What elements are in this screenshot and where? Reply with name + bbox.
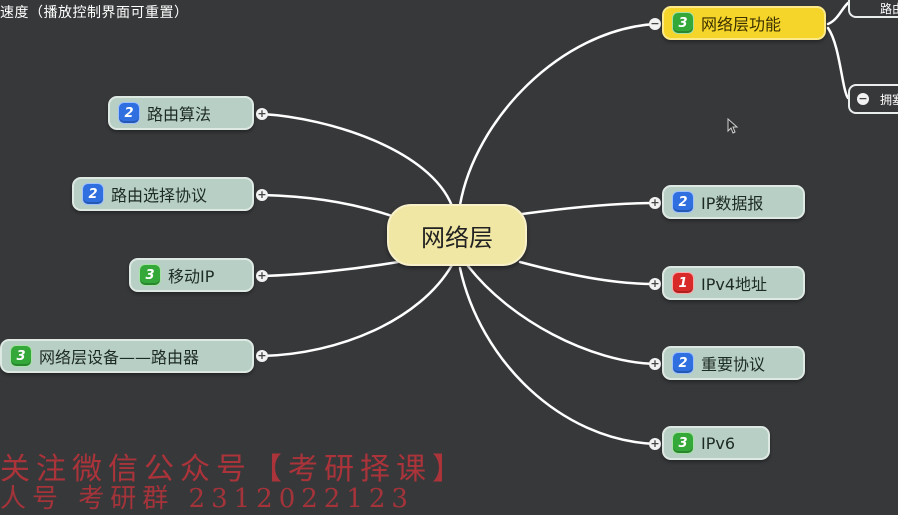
node-label: 移动IP: [168, 267, 215, 286]
root-node-label: 网络层: [421, 223, 493, 252]
edge-function-child-2: [826, 26, 850, 100]
edge-right-3: [518, 260, 657, 286]
node-routing-protocol[interactable]: 2 路由选择协议: [72, 177, 254, 211]
edge-left-4: [260, 263, 454, 358]
plus-toggle-icon[interactable]: +: [256, 188, 268, 201]
priority-3-icon: 3: [672, 432, 694, 454]
node-label: 拥塞: [880, 92, 898, 107]
plus-toggle-icon[interactable]: +: [649, 437, 661, 450]
node-label: IPv6: [701, 433, 736, 453]
node-ipv4-address[interactable]: 1 IPv4地址: [662, 266, 805, 300]
edge-left-3: [260, 260, 400, 278]
node-ip-datagram[interactable]: 2 IP数据报: [662, 185, 805, 219]
priority-2-icon: 2: [672, 352, 694, 374]
node-label: 网络层设备——路由器: [39, 348, 200, 367]
node-routing-algorithm[interactable]: 2 路由算法: [108, 96, 254, 130]
edge-right-2: [520, 201, 657, 216]
priority-2-icon: 2: [672, 191, 694, 213]
edge-right-1: [458, 22, 657, 207]
priority-3-icon: 3: [10, 345, 32, 367]
edge-right-5: [458, 266, 657, 446]
node-label: 路由算法: [147, 105, 212, 124]
priority-1-icon: 1: [672, 272, 694, 294]
video-caption: 速度（播放控制界面可重置）: [0, 5, 189, 21]
node-important-protocols[interactable]: 2 重要协议: [662, 346, 805, 380]
node-ipv6[interactable]: 3 IPv6: [662, 426, 770, 460]
node-mobile-ip[interactable]: 3 移动IP: [129, 258, 254, 292]
node-label: IPv4地址: [701, 275, 768, 294]
watermark-line-2: 人号 考研群 2312022123: [0, 484, 414, 514]
mouse-pointer-icon: [727, 118, 739, 134]
node-routing-partial[interactable]: 路由: [848, 0, 898, 18]
node-label: 网络层功能: [701, 15, 782, 34]
edge-left-1: [260, 112, 454, 208]
edge-function-child-1: [826, 1, 850, 26]
node-label: 路由: [880, 1, 898, 16]
priority-2-icon: 2: [118, 102, 140, 124]
priority-3-icon: 3: [139, 264, 161, 286]
priority-2-icon: 2: [82, 183, 104, 205]
edge-right-4: [466, 264, 657, 366]
priority-3-icon: 3: [672, 12, 694, 34]
node-label: 路由选择协议: [111, 186, 208, 205]
plus-toggle-icon[interactable]: +: [649, 196, 661, 209]
plus-toggle-icon[interactable]: +: [649, 357, 661, 370]
node-congestion-partial[interactable]: 拥塞: [848, 84, 898, 114]
edge-left-2: [260, 193, 397, 219]
watermark-line-1: 关注微信公众号【考研择课】: [0, 452, 468, 487]
plus-toggle-icon[interactable]: +: [649, 277, 661, 290]
node-label: IP数据报: [701, 194, 764, 213]
root-node-network-layer[interactable]: 网络层: [387, 204, 527, 266]
node-network-device-router[interactable]: 3 网络层设备——路由器: [0, 339, 254, 373]
node-label: 重要协议: [701, 355, 766, 374]
minus-toggle-icon[interactable]: −: [649, 17, 661, 30]
node-network-layer-function[interactable]: 3 网络层功能: [662, 6, 826, 40]
plus-toggle-icon[interactable]: +: [256, 349, 268, 362]
plus-toggle-icon[interactable]: +: [256, 107, 268, 120]
mindmap-edges: [260, 1, 850, 446]
plus-toggle-icon[interactable]: +: [256, 269, 268, 282]
minus-toggle-icon[interactable]: −: [857, 92, 869, 105]
